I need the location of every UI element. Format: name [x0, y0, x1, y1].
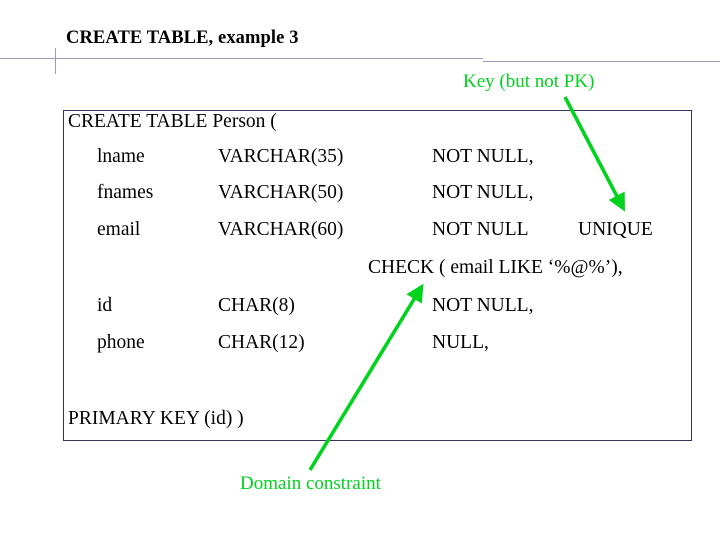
check-clause-line: CHECK ( email LIKE ‘%@%’),: [368, 257, 623, 278]
callout-key-label: Key (but not PK): [463, 71, 595, 92]
title-rule-tick: [55, 48, 56, 74]
field-name-fnames: fnames: [97, 182, 154, 203]
field-type-lname: VARCHAR(35): [218, 146, 344, 167]
callout-domain-label: Domain constraint: [240, 473, 381, 494]
code-header-line: CREATE TABLE Person (: [68, 111, 277, 132]
title-rule-left: [0, 58, 483, 59]
field-name-lname: lname: [97, 146, 145, 167]
field-type-id: CHAR(8): [218, 295, 295, 316]
primary-key-line: PRIMARY KEY (id) ): [68, 408, 244, 429]
page-title: CREATE TABLE, example 3: [66, 28, 299, 48]
field-type-email: VARCHAR(60): [218, 219, 344, 240]
field-type-fnames: VARCHAR(50): [218, 182, 344, 203]
field-name-phone: phone: [97, 332, 145, 353]
field-type-phone: CHAR(12): [218, 332, 305, 353]
field-constraint-id: NOT NULL,: [432, 295, 534, 316]
field-name-id: id: [97, 295, 113, 316]
field-constraint-lname: NOT NULL,: [432, 146, 534, 167]
field-constraint-fnames: NOT NULL,: [432, 182, 534, 203]
field-constraint-email: NOT NULL: [432, 219, 529, 240]
title-rule-right: [483, 61, 720, 62]
field-name-email: email: [97, 219, 141, 240]
field-constraint-phone: NULL,: [432, 332, 489, 353]
field-unique-email: UNIQUE: [578, 219, 653, 240]
